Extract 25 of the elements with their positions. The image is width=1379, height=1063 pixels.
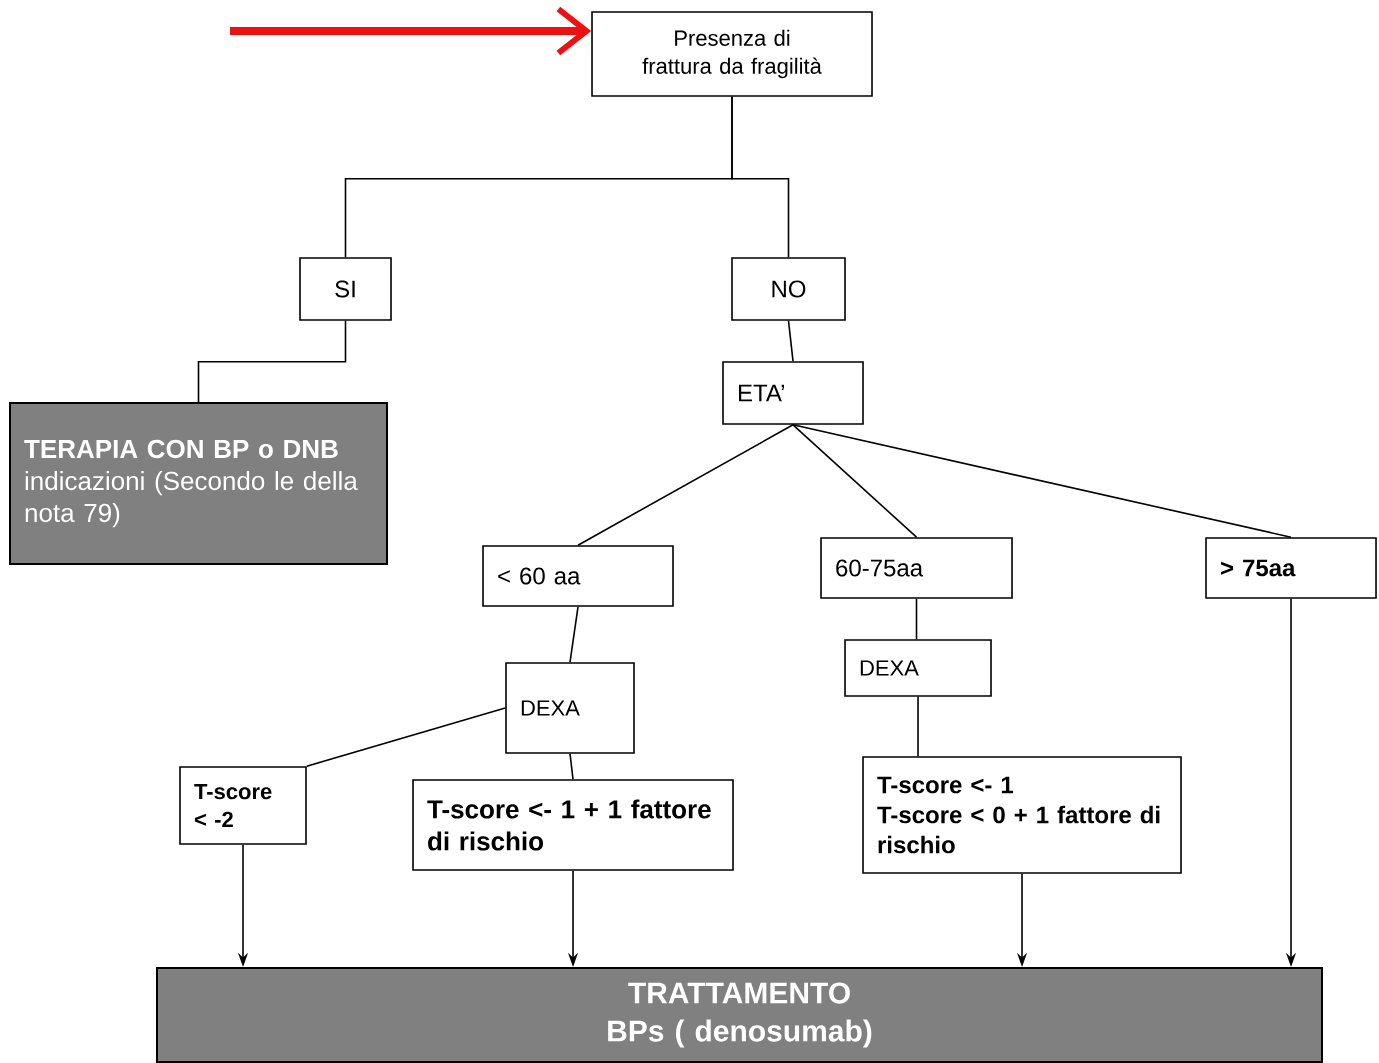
connector-line <box>787 320 794 362</box>
answer-box: SI <box>299 257 392 321</box>
treatment-box: TRATTAMENTO BPs ( denosumab) <box>156 967 1323 1063</box>
condition-box: T-score <- 1 + 1 fattore di rischio <box>412 779 734 871</box>
age-box: > 75aa <box>1205 537 1377 599</box>
process-box: ETA’ <box>722 361 864 425</box>
process-box: Presenza di frattura da fragilità <box>591 11 873 97</box>
connector-line <box>569 606 579 663</box>
connector-line <box>577 424 794 546</box>
process-box: DEXA <box>844 639 992 697</box>
age-box: < 60 aa <box>482 545 674 607</box>
condition-box: T-score <- 1 T-score < 0 + 1 fattore di rischio <box>862 756 1182 874</box>
connector-line <box>792 424 1292 538</box>
age-box: 60-75aa <box>820 537 1013 599</box>
process-box: DEXA <box>505 662 635 754</box>
connector-line <box>197 320 347 403</box>
condition-box: T-score < -2 <box>179 766 307 845</box>
connector-line <box>917 696 919 757</box>
connector-line <box>569 753 574 780</box>
therapy-box: TERAPIA CON BP o DNB indicazioni (Secondo le della nota 79) <box>9 402 388 565</box>
answer-box: NO <box>731 257 846 321</box>
connector-line <box>915 598 918 640</box>
connector-line <box>792 424 918 538</box>
connector-line <box>731 96 790 258</box>
connector-line <box>306 707 506 767</box>
